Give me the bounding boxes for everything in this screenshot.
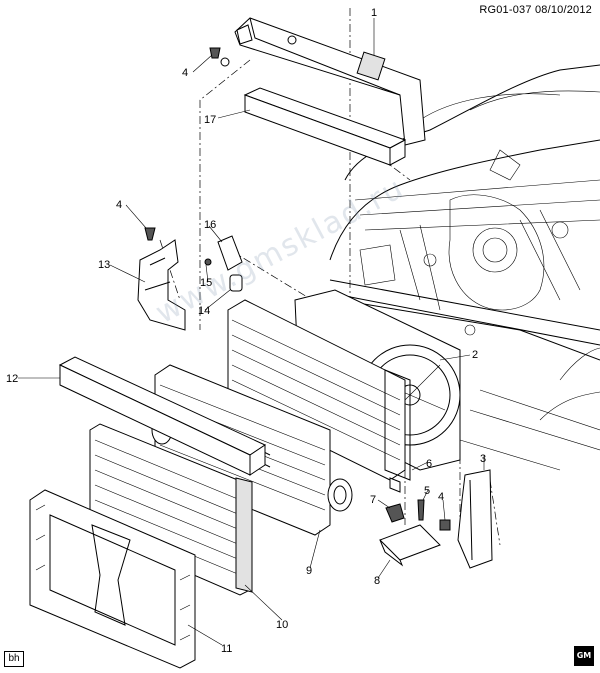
callout-11: 11 <box>221 643 232 655</box>
part-8-bracket <box>379 524 441 567</box>
part-6-radiator <box>227 299 411 493</box>
callout-8: 8 <box>374 575 380 587</box>
engine-bay-illustration <box>329 64 600 471</box>
callout-9: 9 <box>306 565 312 577</box>
part-12-oil-cooler <box>58 356 267 476</box>
diagram-header: RG01-037 08/10/2012 <box>479 4 592 16</box>
callout-10: 10 <box>276 619 288 631</box>
footer-tag: bh <box>4 651 24 667</box>
part-11-front-frame <box>29 489 196 669</box>
callout-4-right: 4 <box>438 491 444 503</box>
part-5-bolt <box>417 499 425 521</box>
part-1-upper-baffle <box>234 17 426 146</box>
part-10-condenser <box>89 423 253 596</box>
callout-13: 13 <box>98 259 110 271</box>
callout-2: 2 <box>472 349 478 361</box>
callout-6: 6 <box>426 458 432 470</box>
diagram-date: 08/10/2012 <box>534 4 592 16</box>
callout-7: 7 <box>370 494 376 506</box>
callout-14: 14 <box>198 305 210 317</box>
callout-labels: 1 2 3 4 4 4 5 6 7 8 9 10 11 12 13 14 15 … <box>6 7 486 655</box>
part-14-insulator <box>229 274 243 292</box>
diagram-id: RG01-037 <box>479 4 532 16</box>
callout-5: 5 <box>424 485 430 497</box>
part-3-bracket <box>457 469 493 569</box>
fasteners-4 <box>144 47 451 531</box>
part-16-bracket <box>204 235 243 271</box>
callout-15: 15 <box>200 277 212 289</box>
part-17-seal <box>243 87 407 166</box>
callout-4-top: 4 <box>182 67 188 79</box>
callout-16: 16 <box>204 219 216 231</box>
gm-logo: GM <box>574 646 594 666</box>
callout-12: 12 <box>6 373 18 385</box>
callout-1: 1 <box>371 7 377 19</box>
callout-4-left: 4 <box>116 199 122 211</box>
part-7-insulator <box>385 503 405 523</box>
part-13-bracket <box>137 239 186 331</box>
leader-lines <box>18 18 485 646</box>
callout-17: 17 <box>204 114 216 126</box>
callout-3: 3 <box>480 453 486 465</box>
